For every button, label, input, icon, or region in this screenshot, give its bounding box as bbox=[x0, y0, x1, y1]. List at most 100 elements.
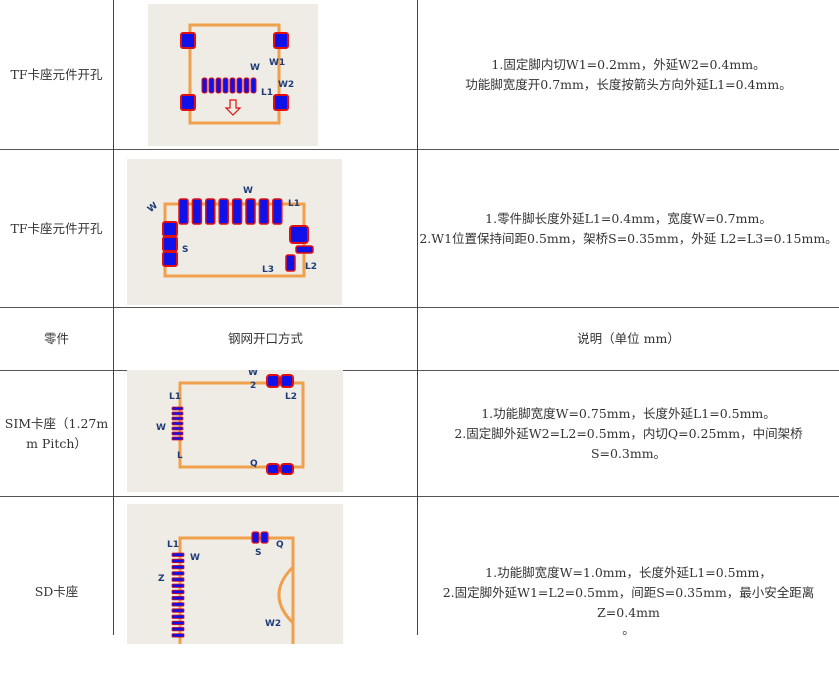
pad-opening bbox=[171, 421, 184, 426]
pad-opening bbox=[222, 77, 229, 94]
component-name: SIM卡座（1.27mm Pitch） bbox=[4, 415, 109, 451]
row-divider bbox=[0, 149, 839, 150]
pad-opening bbox=[280, 463, 294, 475]
pad-opening bbox=[171, 411, 184, 416]
label-s: S bbox=[182, 245, 188, 255]
label-l2: L2 bbox=[285, 392, 297, 402]
label-z: Z bbox=[158, 574, 165, 584]
component-cell: SIM卡座（1.27mm Pitch） bbox=[0, 371, 113, 496]
note-line: 2.W1位置保持间距0.5mm，架桥S=0.35mm，外延 L2=L3=0.15… bbox=[419, 230, 838, 246]
label-w-top: W bbox=[248, 370, 258, 378]
header-label: 零件 bbox=[43, 331, 69, 346]
stencil-figure-sim: L1 W L W 2 L2 Q bbox=[127, 370, 343, 492]
column-divider bbox=[113, 0, 114, 635]
arrow-down-icon bbox=[224, 99, 242, 116]
pad-opening bbox=[171, 406, 184, 411]
pad-opening bbox=[295, 245, 314, 254]
label-w1: W1 bbox=[269, 58, 285, 68]
header-stencil: 钢网开口方式 bbox=[114, 308, 417, 370]
pad-opening bbox=[191, 198, 203, 225]
label-l: L bbox=[177, 451, 183, 461]
pad-opening bbox=[266, 463, 280, 475]
pad-opening bbox=[208, 77, 215, 94]
component-cell: TF卡座元件开孔 bbox=[0, 0, 113, 149]
label-l2: L2 bbox=[305, 262, 317, 272]
pad-opening bbox=[218, 198, 229, 225]
notes-cell: 1.零件脚长度外延L1=0.4mm，宽度W=0.7mm。 2.W1位置保持间距0… bbox=[418, 150, 839, 307]
pad-opening bbox=[266, 374, 280, 388]
notes-cell: 1.功能脚宽度W=1.0mm，长度外延L1=0.5mm， 2.固定脚外延W1=L… bbox=[418, 497, 839, 687]
pad-opening bbox=[171, 602, 185, 607]
row-divider bbox=[0, 307, 839, 308]
pad-opening bbox=[171, 614, 185, 619]
pad-opening bbox=[171, 431, 184, 436]
pad-opening bbox=[171, 596, 185, 601]
pad-opening bbox=[236, 77, 243, 94]
header-notes: 说明（单位 mm） bbox=[418, 308, 839, 370]
component-name: SD卡座 bbox=[34, 584, 79, 599]
notes-cell: 1.固定脚内切W1=0.2mm，外延W2=0.4mm。 功能脚宽度开0.7mm，… bbox=[418, 0, 839, 149]
pad-opening bbox=[171, 583, 185, 588]
label-s: S bbox=[255, 548, 261, 558]
header-label: 说明（单位 mm） bbox=[577, 331, 680, 346]
pad-opening bbox=[215, 77, 222, 94]
component-cell: TF卡座元件开孔 bbox=[0, 150, 113, 307]
pad-opening bbox=[251, 531, 260, 544]
pad-opening bbox=[171, 571, 185, 576]
label-w-diagonal: W bbox=[146, 201, 160, 215]
pad-opening bbox=[205, 198, 216, 225]
pad-opening bbox=[171, 552, 185, 557]
pad-opening bbox=[171, 608, 185, 613]
pad-opening bbox=[243, 77, 250, 94]
label-q: Q bbox=[276, 540, 284, 550]
note-line: 2.固定脚外延W2=L2=0.5mm，内切Q=0.25mm，中间架桥 S=0.3… bbox=[454, 425, 803, 461]
pad-opening bbox=[171, 436, 184, 441]
row-divider bbox=[0, 370, 839, 371]
pad-opening bbox=[245, 198, 256, 225]
pad-opening bbox=[250, 77, 257, 94]
note-line: 1.功能脚宽度W=0.75mm，长度外延L1=0.5mm。 bbox=[481, 405, 776, 421]
pad-opening bbox=[258, 198, 270, 225]
note-line: 2.固定脚外延W1=L2=0.5mm，间距S=0.35mm，最小安全距离Z=0.… bbox=[442, 585, 815, 620]
pad-opening bbox=[280, 374, 294, 388]
note-line: 1.零件脚长度外延L1=0.4mm，宽度W=0.7mm。 bbox=[485, 210, 772, 226]
label-w: W bbox=[156, 423, 166, 433]
pad-opening bbox=[171, 558, 185, 564]
pad-opening bbox=[273, 32, 289, 49]
pad-opening bbox=[171, 589, 185, 595]
label-w2: W2 bbox=[265, 619, 281, 629]
pad-opening bbox=[171, 577, 185, 582]
label-w: W bbox=[250, 63, 260, 73]
column-divider bbox=[417, 0, 418, 635]
label-l1: L1 bbox=[167, 540, 179, 550]
tf-footprint-diagram: W L1 W1 W2 bbox=[180, 23, 294, 125]
pad-opening bbox=[273, 94, 289, 111]
component-name: TF卡座元件开孔 bbox=[10, 66, 103, 82]
label-l1: L1 bbox=[169, 392, 181, 402]
stencil-figure-tf-2: W L1 W S L3 L2 bbox=[127, 159, 342, 305]
component-name: TF卡座元件开孔 bbox=[10, 220, 103, 236]
pad-opening bbox=[171, 627, 185, 632]
pad-opening bbox=[171, 416, 184, 421]
pad-opening bbox=[229, 77, 236, 94]
label-2: 2 bbox=[250, 381, 256, 391]
note-line: 。 bbox=[622, 622, 635, 637]
pad-opening bbox=[171, 426, 184, 431]
note-line: 1.固定脚内切W1=0.2mm，外延W2=0.4mm。 bbox=[491, 56, 766, 72]
pad-opening bbox=[162, 236, 178, 252]
note-line: 功能脚宽度开0.7mm，长度按箭头方向外延L1=0.4mm。 bbox=[465, 76, 792, 92]
pad-opening bbox=[201, 77, 208, 94]
card-notch-arc bbox=[277, 565, 295, 625]
pad-opening bbox=[231, 198, 243, 225]
pad-opening bbox=[272, 198, 283, 225]
sd-footprint-diagram: L1 W Z S Q W2 bbox=[158, 531, 295, 644]
header-component: 零件 bbox=[0, 308, 113, 370]
label-l1: L1 bbox=[288, 199, 300, 209]
pad-opening bbox=[171, 633, 185, 638]
label-l1: L1 bbox=[261, 88, 273, 98]
pad-opening bbox=[162, 251, 178, 267]
label-w: W bbox=[243, 186, 253, 196]
pad-opening bbox=[171, 565, 185, 570]
pad-opening bbox=[260, 531, 269, 544]
stencil-figure-sd: L1 W Z S Q W2 bbox=[127, 504, 343, 644]
